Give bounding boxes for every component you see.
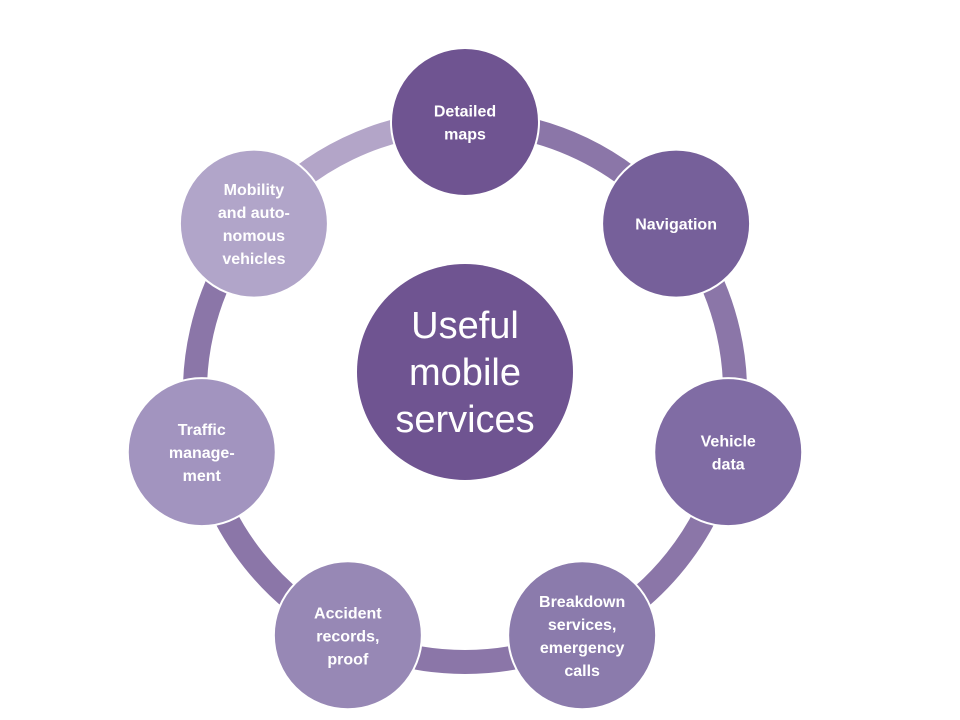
node-label-line: manage-	[169, 445, 235, 462]
node-circle	[272, 560, 423, 711]
node-circle	[390, 47, 540, 197]
node-breakdown-services: Breakdown services, emergency calls	[507, 560, 658, 711]
node-label-line: Vehicle	[701, 434, 756, 451]
node-label-line: calls	[564, 663, 600, 680]
node-vehicle-data: Vehicle data	[653, 377, 804, 528]
node-label-line: services,	[548, 617, 617, 634]
node-circle	[653, 377, 804, 528]
node-circle	[507, 560, 658, 711]
node-label-line: Mobility	[224, 182, 285, 199]
center-node: Useful mobile services	[357, 264, 573, 480]
center-circle	[357, 264, 573, 480]
node-mobility-autonomous: Mobility and auto-nomous vehicles	[178, 148, 329, 299]
node-label-line: Navigation	[635, 217, 717, 234]
center-label-line: Useful	[411, 305, 519, 347]
node-circle	[178, 148, 329, 299]
node-accident-records: Accident records, proof	[272, 560, 423, 711]
node-label-line: Detailed	[434, 104, 496, 121]
node-label-line: data	[712, 457, 745, 474]
center-label-line: mobile	[409, 352, 521, 394]
node-detailed-maps: Detailed maps	[390, 47, 540, 197]
node-label-line: Accident	[314, 605, 382, 622]
node-label-line: proof	[327, 651, 369, 668]
node-circle	[126, 377, 277, 528]
node-circle	[601, 148, 752, 299]
node-label-line: vehicles	[222, 251, 285, 268]
node-label-line: emergency	[540, 640, 625, 657]
node-label-line: and auto-	[218, 205, 290, 222]
node-label-line: records,	[316, 628, 379, 645]
node-navigation: Navigation	[601, 148, 752, 299]
node-label-line: nomous	[223, 228, 285, 245]
center-label-line: services	[395, 399, 534, 441]
node-traffic-management: Traffic manage-ment	[126, 377, 277, 528]
node-label-line: ment	[183, 468, 222, 485]
node-label-line: Breakdown	[539, 594, 625, 611]
node-label-line: maps	[444, 127, 486, 144]
node-label-line: Traffic	[178, 422, 226, 439]
